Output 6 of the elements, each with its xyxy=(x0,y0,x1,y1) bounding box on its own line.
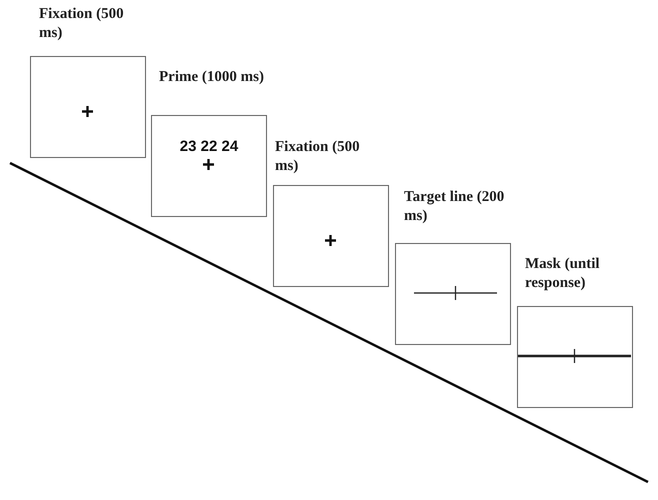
screen-heading: Fixation (500 ms) xyxy=(39,5,125,43)
screen-heading: Fixation (500 ms) xyxy=(275,138,361,176)
screen-heading: Prime (1000 ms) xyxy=(159,68,265,87)
screen-heading: Target line (200 ms) xyxy=(404,188,506,226)
number-string: 23 22 24 xyxy=(178,138,240,155)
screen-heading: Mask (until response) xyxy=(525,255,601,293)
